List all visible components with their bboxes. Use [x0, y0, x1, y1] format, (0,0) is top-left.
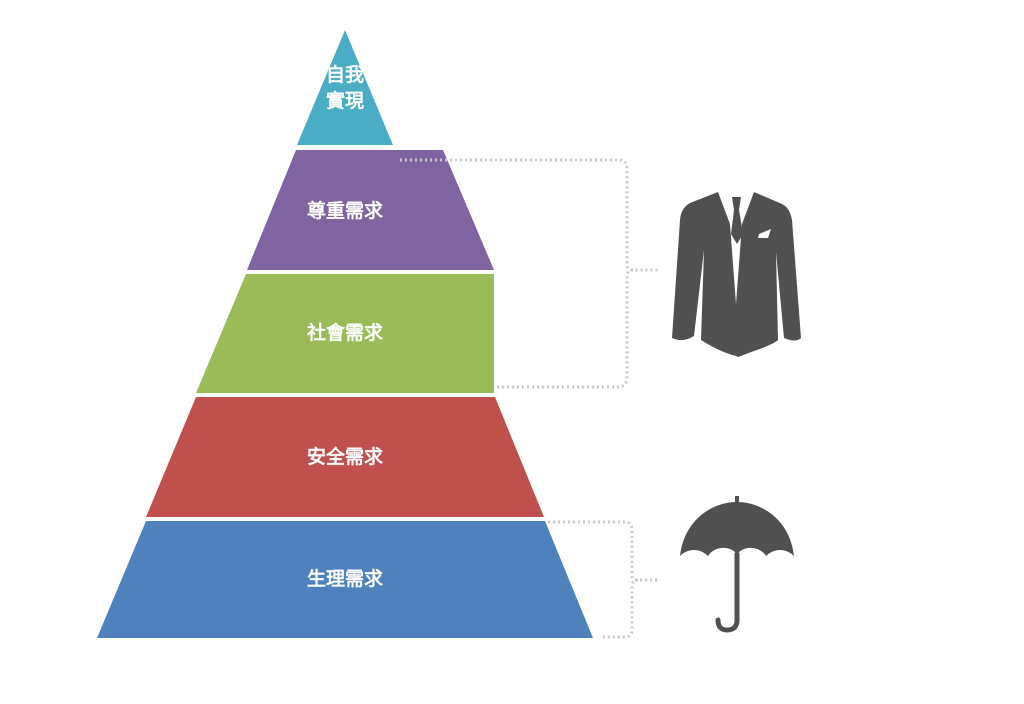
level-esteem	[247, 150, 494, 270]
level-safety	[146, 397, 544, 517]
umbrella-icon	[680, 496, 794, 633]
level-label-social-text: 社會需求	[306, 322, 384, 344]
lower-bracket	[548, 520, 658, 639]
level-label-physiological-text: 生理需求	[306, 568, 384, 590]
level-self-actualization	[297, 30, 393, 145]
upper-bracket	[400, 158, 658, 389]
level-physiological	[97, 521, 593, 638]
level-label-social: 社會需求	[307, 320, 383, 346]
level-label-self-actualization-line-1: 自我	[325, 64, 365, 86]
level-social	[196, 274, 494, 393]
level-label-esteem-text: 尊重需求	[306, 200, 384, 222]
level-label-self-actualization-line-2: 實現	[325, 90, 365, 112]
level-label-safety-text: 安全需求	[306, 446, 384, 468]
level-label-physiological: 生理需求	[307, 566, 383, 592]
level-label-safety: 安全需求	[307, 444, 383, 470]
level-label-self-actualization: 自我 實現	[326, 62, 364, 114]
suit-icon	[672, 192, 801, 357]
level-label-esteem: 尊重需求	[307, 198, 383, 224]
